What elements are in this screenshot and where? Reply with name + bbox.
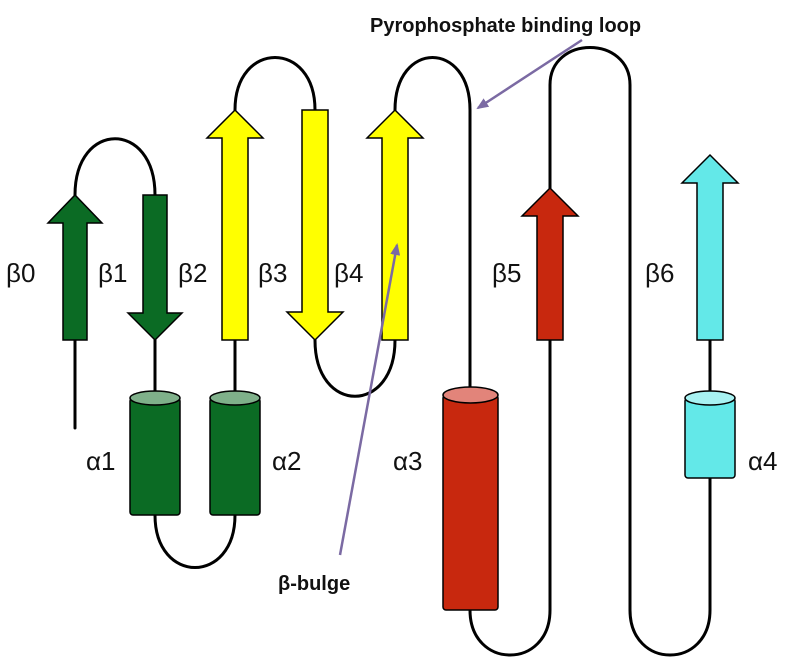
- strand-b4-arrow: [365, 108, 425, 341]
- bulge-pointer: [338, 243, 401, 556]
- pyrophosphate-pointer: [476, 38, 583, 110]
- label-a4: α4: [748, 446, 778, 476]
- backbone-path: [73, 46, 712, 657]
- label-b6: β6: [645, 258, 674, 288]
- strand-b0-arrow: [46, 193, 104, 341]
- helix-a3-cylinder: [442, 386, 499, 611]
- strand-b5-arrow: [520, 186, 580, 341]
- label-b1: β1: [98, 258, 127, 288]
- label-b5: β5: [492, 258, 521, 288]
- label-b3: β3: [258, 258, 287, 288]
- strand-b2-arrow: [205, 108, 265, 341]
- pyrophosphate-label: Pyrophosphate binding loop: [370, 15, 641, 37]
- strand-b3-arrow: [285, 109, 345, 342]
- label-a2: α2: [272, 446, 302, 476]
- label-a3: α3: [393, 446, 423, 476]
- label-b2: β2: [178, 258, 207, 288]
- helix-a4-cylinder: [684, 390, 736, 479]
- label-b0: β0: [6, 258, 35, 288]
- bulge-label: β-bulge: [278, 573, 350, 595]
- helix-a2-cylinder: [209, 390, 261, 516]
- label-b4: β4: [334, 258, 363, 288]
- helix-a1-cylinder: [129, 390, 181, 516]
- label-a1: α1: [86, 446, 116, 476]
- strand-b1-arrow: [126, 194, 184, 342]
- strand-b6-arrow: [680, 153, 740, 341]
